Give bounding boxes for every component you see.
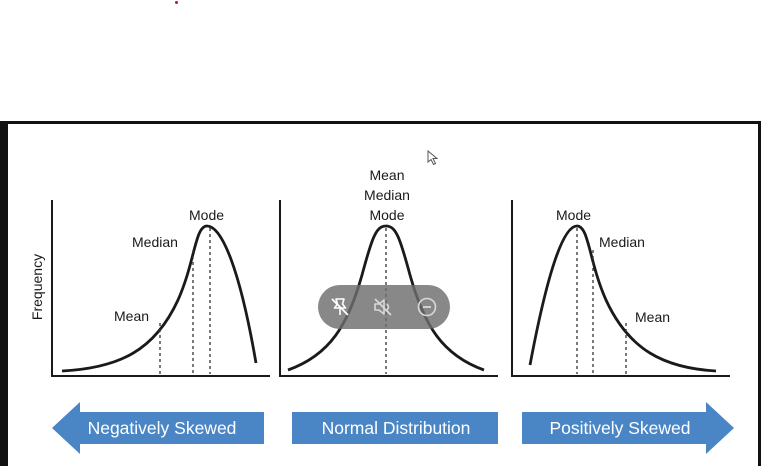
positive-skew-curve — [528, 224, 717, 373]
negative-skew-curve — [61, 224, 258, 373]
normal-distribution-banner: Normal Distribution — [292, 412, 498, 444]
negative-skew-title: Negatively Skewed — [88, 418, 237, 438]
negative-mean-label: Mean — [114, 308, 149, 324]
normal-panel: Mean Median Mode — [279, 167, 498, 377]
negative-mode-label: Mode — [189, 207, 224, 223]
positive-skew-panel: Mode Median Mean — [511, 200, 730, 377]
normal-median-label: Median — [364, 187, 410, 203]
positive-skew-banner: Positively Skewed — [522, 402, 734, 454]
right-arrow-shape — [522, 402, 734, 454]
minus-circle-icon — [417, 297, 437, 317]
positive-median-label: Median — [599, 234, 645, 250]
close-overlay-button[interactable] — [415, 295, 439, 319]
positive-skew-title: Positively Skewed — [549, 418, 690, 438]
mute-button[interactable] — [371, 295, 395, 319]
pin-off-button[interactable] — [328, 295, 352, 319]
mouse-cursor-icon — [427, 150, 439, 166]
red-indicator-dot — [175, 1, 178, 4]
negative-axes — [51, 200, 270, 377]
normal-distribution-title: Normal Distribution — [322, 418, 471, 438]
pin-off-icon — [331, 298, 349, 316]
negative-skew-banner: Negatively Skewed — [52, 402, 264, 454]
video-frame[interactable] — [0, 121, 761, 466]
negative-median-label: Median — [132, 234, 178, 250]
left-arrow-shape — [52, 402, 264, 454]
normal-mean-label: Mean — [369, 167, 404, 183]
center-box-shape — [292, 412, 498, 444]
player-controls-overlay — [318, 285, 450, 329]
positive-mode-label: Mode — [556, 207, 591, 223]
positive-mean-label: Mean — [635, 309, 670, 325]
y-axis-label: Frequency — [29, 254, 45, 320]
normal-axes — [279, 200, 498, 377]
normal-mode-label: Mode — [369, 207, 404, 223]
positive-axes — [511, 200, 730, 377]
volume-muted-icon — [374, 298, 392, 316]
negative-skew-panel: Mean Median Mode — [51, 200, 270, 377]
